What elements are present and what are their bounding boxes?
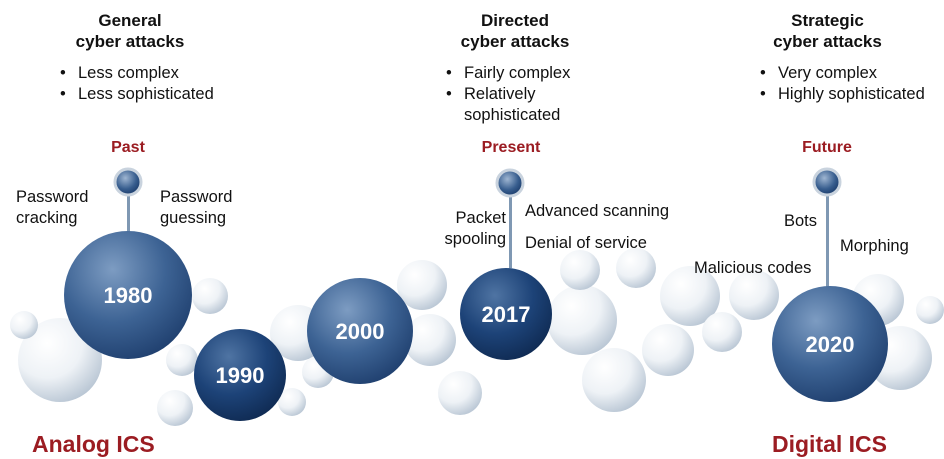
bullets-strategic: Very complex Highly sophisticated <box>756 63 944 105</box>
header-line-2: cyber attacks <box>75 32 185 51</box>
label-password-guessing: Password guessing <box>160 188 233 227</box>
year-2017: 2017 <box>481 302 531 327</box>
year-1980: 1980 <box>103 283 153 308</box>
era-label-present: Present <box>481 139 541 156</box>
header-line-2: cyber attacks <box>460 32 570 51</box>
year-2000: 2000 <box>335 319 385 344</box>
label-bots: Bots <box>784 212 818 230</box>
bullet-item: Highly sophisticated <box>756 84 944 105</box>
column-header-directed: Directed cyber attacks <box>440 10 590 52</box>
footer-analog-ics: Analog ICS <box>32 431 155 457</box>
column-header-strategic: Strategic cyber attacks <box>755 10 900 52</box>
header-line-1: Strategic <box>791 11 864 30</box>
bullets-directed: Fairly complex Relatively sophisticated <box>442 63 592 126</box>
bullets-general: Less complex Less sophisticated <box>56 63 256 105</box>
bullet-item: Relatively sophisticated <box>442 84 592 126</box>
label-morphing: Morphing <box>840 237 909 255</box>
label-advanced-scanning: Advanced scanning <box>525 202 670 220</box>
year-2020: 2020 <box>805 332 855 357</box>
header-line-2: cyber attacks <box>773 32 882 51</box>
label-packet-spooling: Packet spooling <box>444 209 506 248</box>
bullet-item: Less sophisticated <box>56 84 256 105</box>
header-line-1: Directed <box>480 11 550 30</box>
header-line-1: General <box>98 11 162 30</box>
era-dots <box>113 167 842 198</box>
bullet-item: Very complex <box>756 63 944 84</box>
column-header-general: General cyber attacks <box>60 10 200 52</box>
label-password-cracking: Password cracking <box>16 188 89 227</box>
year-bubbles <box>64 231 888 421</box>
label-malicious-codes: Malicious codes <box>694 259 812 277</box>
era-label-future: Future <box>802 139 852 156</box>
era-label-past: Past <box>111 139 145 156</box>
bullet-item: Less complex <box>56 63 256 84</box>
year-1990: 1990 <box>215 363 265 388</box>
bullet-item: Fairly complex <box>442 63 592 84</box>
footer-digital-ics: Digital ICS <box>772 431 888 457</box>
label-denial-of-service: Denial of service <box>525 234 647 252</box>
